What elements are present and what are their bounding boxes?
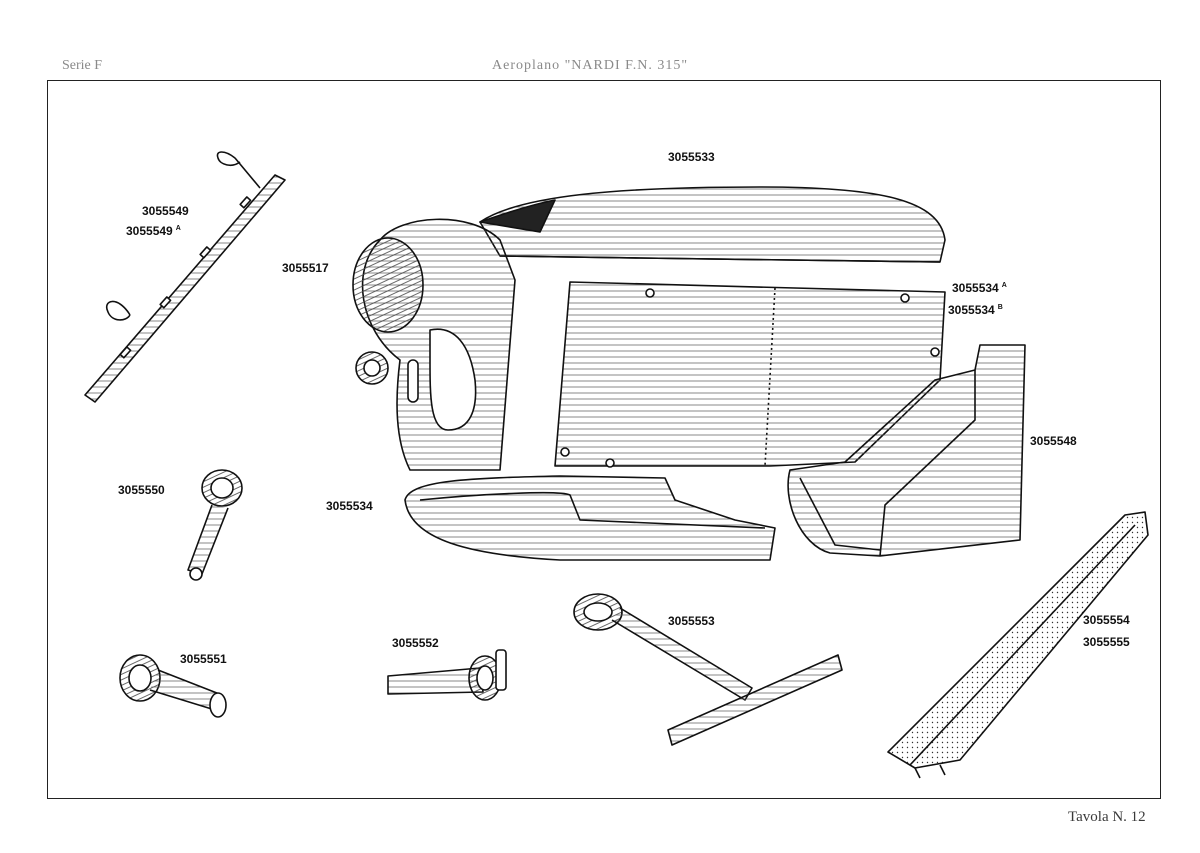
- part-label-3055555: 3055555: [1083, 635, 1130, 649]
- part-label-3055534: 3055534: [326, 499, 373, 513]
- aircraft-title: Aeroplano "NARDI F.N. 315": [492, 58, 689, 73]
- bracket-3055549: [84, 151, 286, 403]
- part-label-3055554: 3055554: [1083, 613, 1130, 627]
- part-label-3055550: 3055550: [118, 483, 165, 497]
- nose-cowling-3055517: [352, 218, 516, 471]
- part-label-3055553: 3055553: [668, 614, 715, 628]
- lower-tray-3055534: [404, 475, 776, 561]
- part-label-3055548: 3055548: [1030, 434, 1077, 448]
- plate-number: Tavola N. 12: [1068, 809, 1146, 825]
- longeron-3055554: [887, 511, 1149, 779]
- rear-fairing-3055548: [787, 344, 1026, 557]
- part-label-3055549: 3055549: [142, 204, 189, 218]
- part-label-3055552: 3055552: [392, 636, 439, 650]
- strut-3055552: [387, 649, 507, 701]
- strut-3055550: [187, 469, 243, 581]
- part-label-3055517: 3055517: [282, 261, 329, 275]
- part-label-3055533: 3055533: [668, 150, 715, 164]
- part-label-3055551: 3055551: [180, 652, 227, 666]
- series-label: Serie F: [62, 58, 103, 73]
- plate-frame: [47, 80, 1161, 799]
- strut-3055551: [119, 654, 227, 718]
- top-cowling-3055533: [479, 186, 946, 263]
- strut-3055553: [573, 593, 843, 746]
